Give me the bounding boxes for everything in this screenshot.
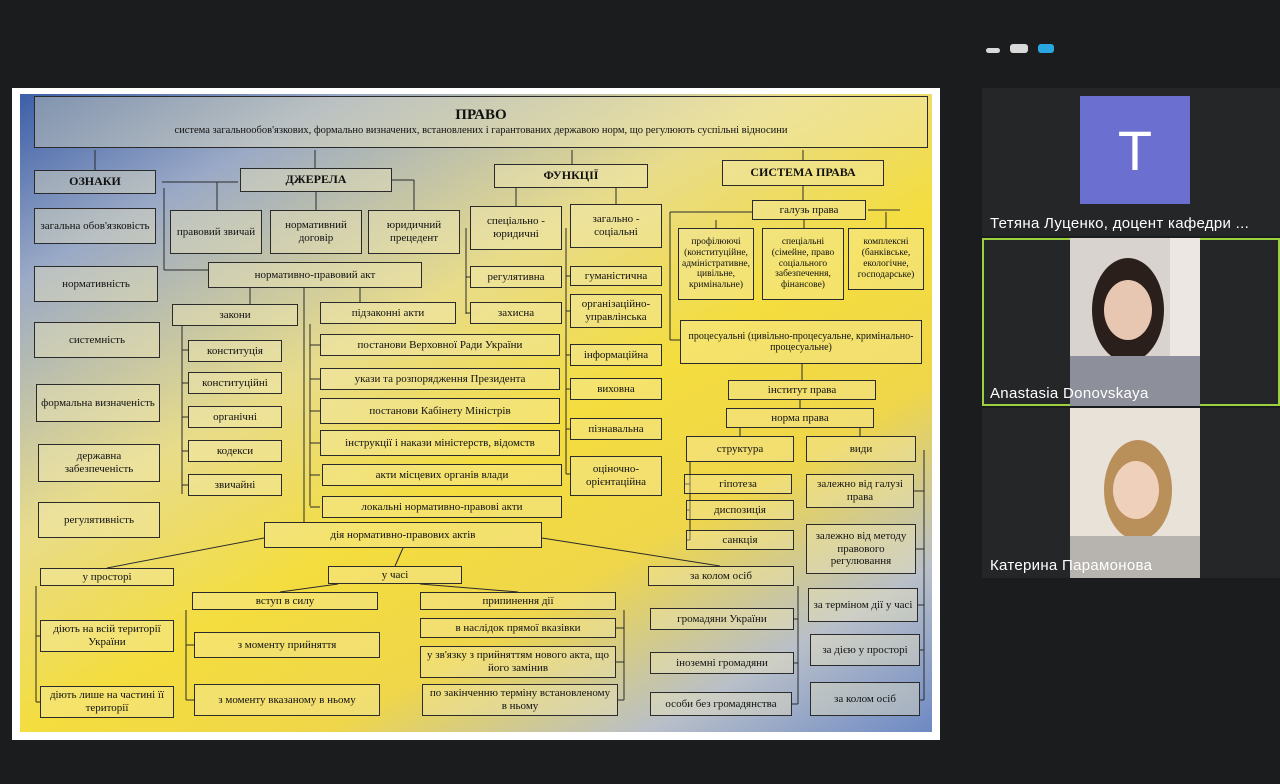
- window-controls: [986, 44, 1054, 53]
- pidzakonnyi-item: локальні нормативно-правові акти: [322, 496, 562, 518]
- connector-line: [419, 583, 519, 593]
- funktsiia-item: пізнавальна: [570, 418, 662, 440]
- struktura-item: гіпотеза: [684, 474, 792, 494]
- funktsii-group: спеціально - юридичні: [470, 206, 562, 250]
- oznaka-item: регулятивність: [38, 502, 160, 538]
- vydy-box: види: [806, 436, 916, 462]
- participant-tile[interactable]: Катерина Парамонова: [982, 408, 1280, 578]
- diia-box: дія нормативно-правових актів: [264, 522, 542, 548]
- pidzakonnyi-item: акти місцевих органів влади: [322, 464, 562, 486]
- struktura-item: санкція: [686, 530, 794, 550]
- vyd-item: за колом осіб: [810, 682, 920, 716]
- oznaka-item: системність: [34, 322, 160, 358]
- participant-video: [1070, 238, 1200, 406]
- connector-line: [106, 537, 265, 569]
- connector-line: [541, 537, 721, 567]
- pidzakonnyi-item: інструкції і накази міністерств, відомст…: [320, 430, 560, 456]
- galuz-item: спеціальні (сімейне, право соціального з…: [762, 228, 844, 300]
- oznaka-item: загальна обов'язковість: [34, 208, 156, 244]
- funktsiia-item: гуманістична: [570, 266, 662, 286]
- section-oznaky: ОЗНАКИ: [34, 170, 156, 194]
- connector-line: [279, 583, 339, 593]
- instytut-box: інститут права: [728, 380, 876, 400]
- participant-avatar: T: [1080, 96, 1190, 204]
- section-systema: СИСТЕМА ПРАВА: [722, 160, 884, 186]
- pidzakonnyi-item: постанови Верховної Ради України: [320, 334, 560, 356]
- dzherelo-item: правовий звичай: [170, 210, 262, 254]
- law-definition: система загальнообов'язкових, формально …: [174, 124, 788, 136]
- funktsii-group: загально - соціальні: [570, 204, 662, 248]
- section-dzherela: ДЖЕРЕЛА: [240, 168, 392, 192]
- prostir-item: діють лише на частині її території: [40, 686, 174, 718]
- galuz-item: комплексні (банківське, екологічне, госп…: [848, 228, 924, 290]
- zakon-item: звичайні: [188, 474, 282, 496]
- prostir-box: у просторі: [40, 568, 174, 586]
- participant-name: Катерина Парамонова: [990, 557, 1153, 574]
- kolo-item: громадяни України: [650, 608, 794, 630]
- prypynennia-item: у зв'язку з прийняттям нового акта, що й…: [420, 646, 616, 678]
- funktsiia-item: організаційно-управлінська: [570, 294, 662, 328]
- struktura-item: диспозиція: [686, 500, 794, 520]
- prypynennia-box: припинення дії: [420, 592, 616, 610]
- funktsiia-item: регулятивна: [470, 266, 562, 288]
- zakon-item: конституційні: [188, 372, 282, 394]
- vstup-item: з моменту вказаному в ньому: [194, 684, 380, 716]
- vstup-item: з моменту прийняття: [194, 632, 380, 658]
- prypynennia-item: в наслідок прямої вказівки: [420, 618, 616, 638]
- zakon-item: органічні: [188, 406, 282, 428]
- galuz-item: профілюючі (конституційне, адміністратив…: [678, 228, 754, 300]
- oznaka-item: формальна визначеність: [36, 384, 160, 422]
- dzherelo-item: юридичний прецедент: [368, 210, 460, 254]
- connector-line: [394, 547, 404, 567]
- kolo-item: особи без громадянства: [650, 692, 792, 716]
- funktsiia-item: інформаційна: [570, 344, 662, 366]
- participant-name: Anastasia Donovskaya: [990, 385, 1149, 402]
- participant-video: [1070, 408, 1200, 578]
- pidzakonnyi-item: укази та розпорядження Президента: [320, 368, 560, 390]
- chas-box: у часі: [328, 566, 462, 584]
- npa-box: нормативно-правовий акт: [208, 262, 422, 288]
- prypynennia-item: по закінченню терміну встановленому в нь…: [422, 684, 618, 716]
- diagram-title: ПРАВО: [455, 107, 507, 124]
- title-box: ПРАВО система загальнообов'язкових, форм…: [34, 96, 928, 148]
- kolo-box: за колом осіб: [648, 566, 794, 586]
- minimize-icon[interactable]: [986, 48, 1000, 53]
- zakon-item: кодекси: [188, 440, 282, 462]
- funktsiia-item: виховна: [570, 378, 662, 400]
- funktsiia-item: оціночно-орієнтаційна: [570, 456, 662, 496]
- dzherelo-item: нормативний договір: [270, 210, 362, 254]
- vyd-item: за терміном дії у часі: [808, 588, 918, 622]
- kolo-item: іноземні громадяни: [650, 652, 794, 674]
- layout-icon[interactable]: [1038, 44, 1054, 53]
- participant-name: Тетяна Луценко, доцент кафедри ...: [990, 215, 1250, 232]
- participant-tile-active-speaker[interactable]: Anastasia Donovskaya: [982, 238, 1280, 406]
- law-diagram: ПРАВО система загальнообов'язкових, форм…: [20, 94, 932, 732]
- oznaka-item: державна забезпеченість: [38, 444, 160, 482]
- restore-icon[interactable]: [1010, 44, 1028, 53]
- oznaka-item: нормативність: [34, 266, 158, 302]
- vstup-box: вступ в силу: [192, 592, 378, 610]
- prostir-item: діють на всій території України: [40, 620, 174, 652]
- section-funktsii: ФУНКЦІЇ: [494, 164, 648, 188]
- shared-slide: ПРАВО система загальнообов'язкових, форм…: [12, 88, 940, 740]
- connector-lines: [35, 150, 925, 705]
- norma-box: норма права: [726, 408, 874, 428]
- protsesualni-box: процесуальні (цивільно-процесуальне, кри…: [680, 320, 922, 364]
- zakony-box: закони: [172, 304, 298, 326]
- vyd-item: залежно від методу правового регулювання: [806, 524, 916, 574]
- galuz-box: галузь права: [752, 200, 866, 220]
- vyd-item: залежно від галузі права: [806, 474, 914, 508]
- vyd-item: за дією у просторі: [810, 634, 920, 666]
- participant-tile[interactable]: T Тетяна Луценко, доцент кафедри ...: [982, 88, 1280, 236]
- struktura-box: структура: [686, 436, 794, 462]
- pidzakonnyi-item: постанови Кабінету Міністрів: [320, 398, 560, 424]
- zakon-item: конституція: [188, 340, 282, 362]
- pidzakonni-box: підзаконні акти: [320, 302, 456, 324]
- funktsiia-item: захисна: [470, 302, 562, 324]
